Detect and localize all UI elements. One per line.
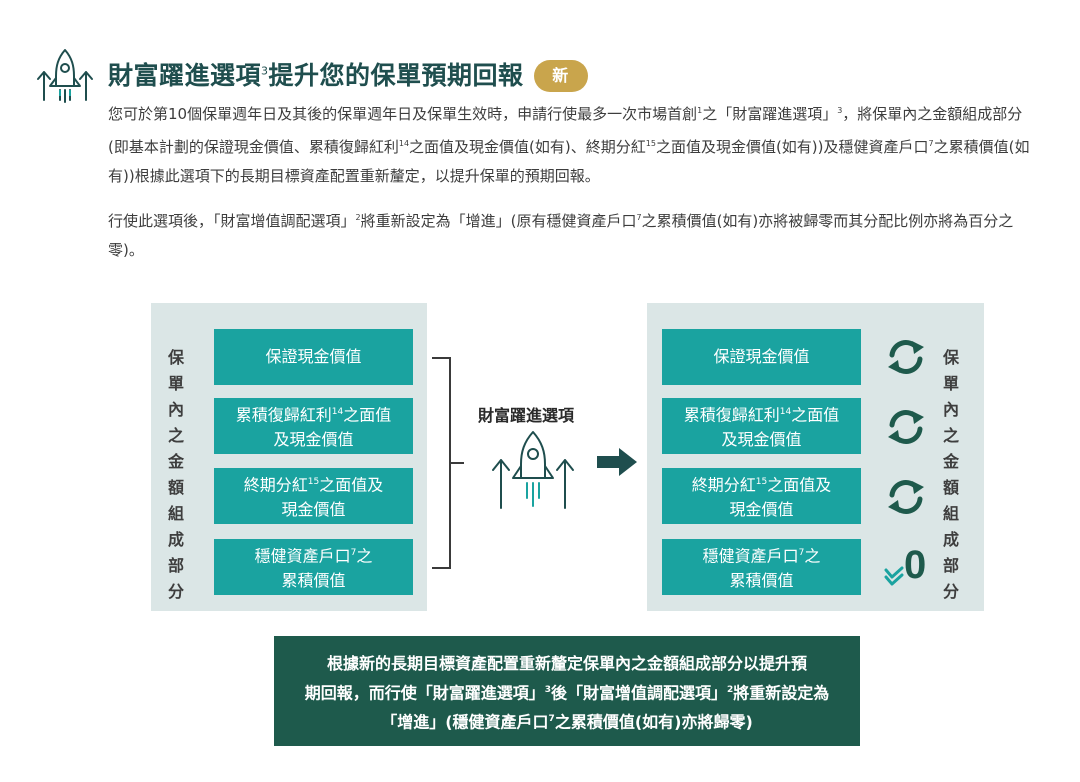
zero-check-icon: 0 xyxy=(884,543,926,587)
summary-line-3: 「增進」(穩健資產戶口7之累積價值(如有)亦將歸零) xyxy=(381,712,753,732)
zero-value: 0 xyxy=(904,543,926,587)
side-label-left: 保單內之金額組成部分 xyxy=(167,348,184,601)
rocket-icon xyxy=(37,49,93,103)
side-label-right: 保單內之金額組成部分 xyxy=(942,348,959,601)
summary-line-1: 根據新的長期目標資產配置重新釐定保單內之金額組成部分以提升預 xyxy=(326,654,807,673)
box-stable-account-left: 穩健資產戶口7之累積價值 xyxy=(214,539,413,595)
cycle-arrows-icon xyxy=(888,410,924,444)
intro-paragraph: 您可於第10個保單週年日及其後的保單週年日及保單生效時，申請行使最多一次市場首創… xyxy=(108,105,1030,185)
new-badge: 新 xyxy=(533,60,588,92)
page-title: 財富躍進選項3提升您的保單預期回報新 xyxy=(108,56,588,92)
middle-option-label: 財富躍進選項 xyxy=(478,406,575,425)
cycle-arrows-icon xyxy=(888,340,924,374)
summary-box: 根據新的長期目標資產配置重新釐定保單內之金額組成部分以提升預 期回報，而行使「財… xyxy=(274,636,860,746)
bracket-connector xyxy=(432,357,464,569)
box-stable-account-right: 穩健資產戶口7之累積價值 xyxy=(662,539,861,595)
box-reversionary-bonus-left: 累積復歸紅利14之面值及現金價值 xyxy=(214,398,413,454)
box-guaranteed-cash-left: 保證現金價值 xyxy=(214,329,413,385)
box-guaranteed-cash-right: 保證現金價值 xyxy=(662,329,861,385)
cycle-arrows-icon xyxy=(888,480,924,514)
box-reversionary-bonus-right: 累積復歸紅利14之面值及現金價值 xyxy=(662,398,861,454)
summary-line-2: 期回報，而行使「財富躍進選項」3後「財富增值調配選項」2將重新設定為 xyxy=(304,683,830,703)
rocket-icon xyxy=(492,431,574,509)
arrow-right-icon xyxy=(597,448,637,476)
box-terminal-dividend-right: 終期分紅15之面值及現金價值 xyxy=(662,468,861,524)
after-exercise-paragraph: 行使此選項後，「財富增值調配選項」2將重新設定為「增進」(原有穩健資產戶口7之累… xyxy=(108,212,1014,259)
box-terminal-dividend-left: 終期分紅15之面值及現金價值 xyxy=(214,468,413,524)
